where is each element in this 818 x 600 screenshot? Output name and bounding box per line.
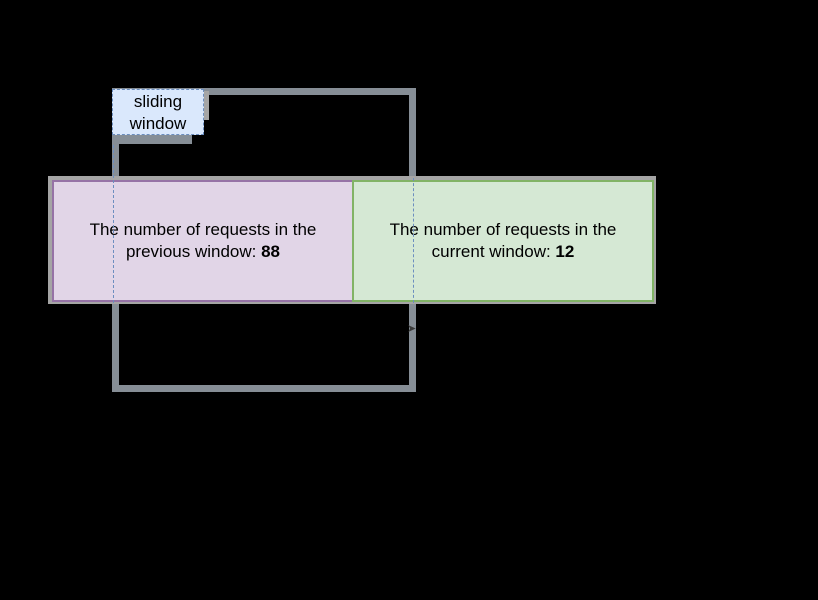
current-window-box: The number of requests in the current wi… (352, 180, 654, 302)
window-right-dashed-edge (413, 178, 414, 303)
previous-window-count: 88 (261, 242, 281, 261)
previous-window-box: The number of requests in the previous w… (52, 180, 354, 302)
sliding-window-label-line2: window (129, 114, 187, 133)
window-left-dashed-edge (113, 135, 114, 303)
current-window-text: The number of requests in the current wi… (378, 219, 628, 263)
arrow-head-icon: ➤ (407, 323, 417, 335)
sliding-window-label-line1: sliding (133, 92, 183, 111)
current-window-line2: current window: (431, 242, 556, 261)
previous-window-text: The number of requests in the previous w… (78, 219, 328, 263)
current-window-count: 12 (555, 242, 575, 261)
sliding-window-label: sliding window (112, 89, 204, 135)
previous-window-line2: previous window: (125, 242, 262, 261)
previous-window-line1: The number of requests in the (89, 220, 317, 239)
current-window-line1: The number of requests in the (389, 220, 617, 239)
